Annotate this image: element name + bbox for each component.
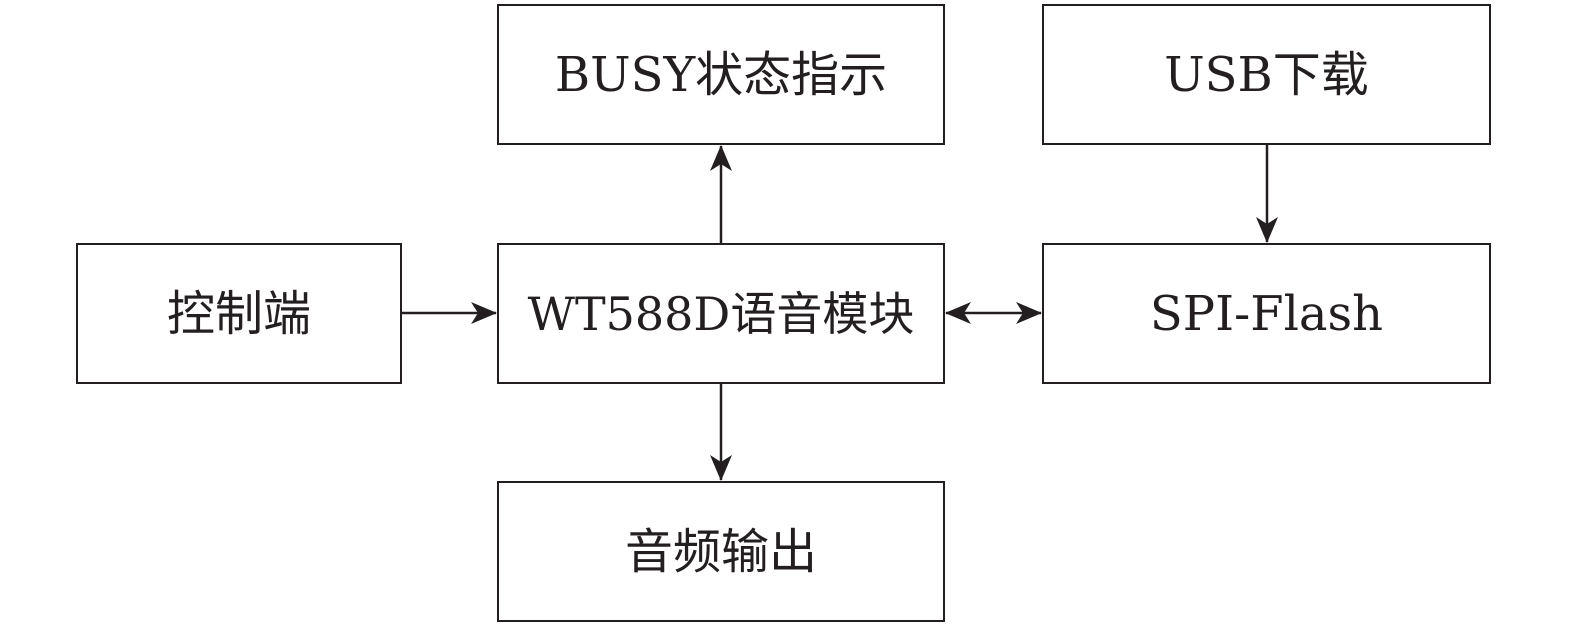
control-box: 控制端	[76, 243, 402, 384]
usb-download-box: USB下载	[1042, 4, 1491, 145]
busy-status-label: BUSY状态指示	[554, 46, 888, 103]
busy-status-box: BUSY状态指示	[497, 4, 945, 145]
usb-download-label: USB下载	[1164, 46, 1369, 103]
control-label: 控制端	[166, 285, 311, 342]
spi-flash-label: SPI-Flash	[1149, 285, 1384, 342]
audio-output-label: 音频输出	[624, 523, 817, 580]
audio-output-box: 音频输出	[497, 481, 945, 622]
voice-module-label: WT588D语音模块	[527, 286, 915, 341]
spi-flash-box: SPI-Flash	[1042, 243, 1491, 384]
voice-module-box: WT588D语音模块	[497, 243, 945, 384]
